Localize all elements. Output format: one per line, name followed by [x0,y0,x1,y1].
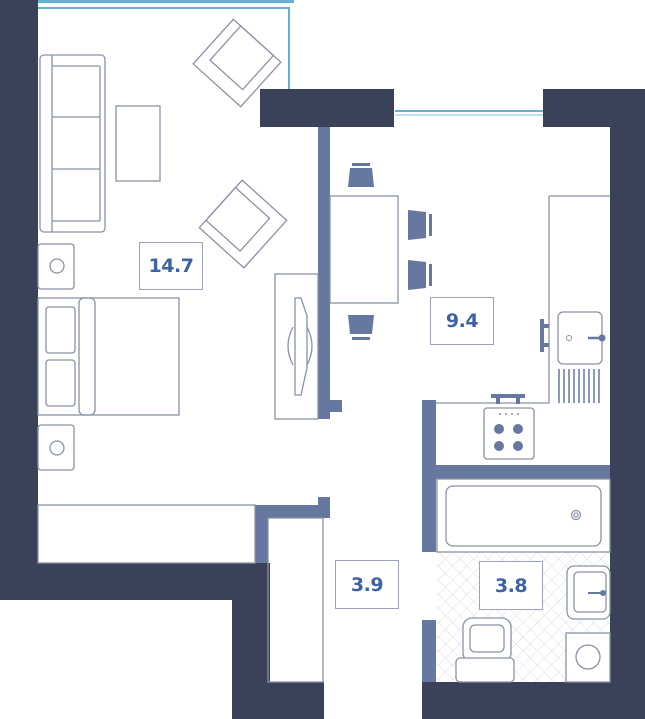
area-value-hallway: 3.9 [350,573,384,596]
wall-left [0,0,38,600]
toilet [455,617,515,683]
wall-bottom-left [0,563,268,600]
sofa [39,54,106,233]
stove [483,407,535,460]
partition-kitchen-bath [436,465,610,479]
wall-top-mid [260,89,394,127]
bathtub [436,478,611,553]
kitchen-counter [436,195,610,404]
area-value-living: 14.7 [148,255,194,277]
washbasin [566,565,611,620]
partition-living-kitchen [318,127,330,419]
counter-handle [540,319,549,352]
area-label-living: 14.7 [139,242,203,290]
armchair-bottom [198,179,288,269]
partition-hall-closet [255,505,325,518]
dish-rack [558,369,600,403]
area-value-bathroom: 3.8 [494,574,528,597]
armchair-top [192,18,282,108]
partition-hall-kitchen [422,400,436,552]
window-living-right [288,7,290,91]
wall-right [610,89,645,719]
chair-right-2 [408,260,432,290]
area-label-bathroom: 3.8 [479,561,543,610]
nightstand-bottom [37,424,75,471]
chair-bottom [348,315,374,340]
area-value-kitchen: 9.4 [445,310,479,332]
chair-right-1 [408,210,432,240]
sink [557,311,606,365]
chair-top [348,163,374,187]
hall-closet [267,517,324,683]
inner-walls [255,127,610,682]
wardrobe [37,504,256,564]
range-hood [491,394,525,404]
washing-machine [565,632,611,683]
double-bed [37,297,180,416]
area-label-hallway: 3.9 [335,560,399,609]
area-label-kitchen: 9.4 [430,297,494,345]
partition-bath-lower [422,620,436,682]
coffee-table [115,105,161,182]
dining-table [329,195,399,304]
window-kitchen [395,110,543,116]
tv-stand [274,273,319,420]
window-living-top [38,0,294,9]
wall-bottom-right [422,682,645,719]
nightstand-top [37,243,75,290]
